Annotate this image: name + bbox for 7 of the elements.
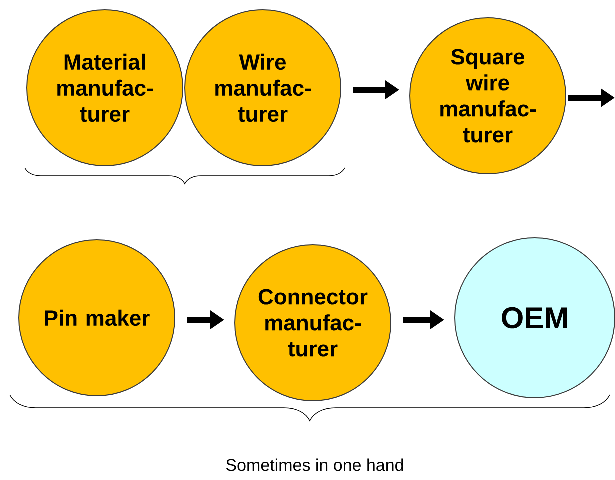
circle-node: Pin maker — [18, 240, 176, 396]
circle-node: Material manufac- turer — [26, 10, 184, 166]
caption-text: Sometimes in one hand — [226, 458, 404, 472]
circle-node: OEM — [454, 238, 615, 398]
circle-node: Square wire manufac- turer — [410, 18, 566, 174]
circle-node: Connector manufac- turer — [234, 244, 392, 402]
circle-node: Wire manufac- turer — [184, 10, 342, 166]
